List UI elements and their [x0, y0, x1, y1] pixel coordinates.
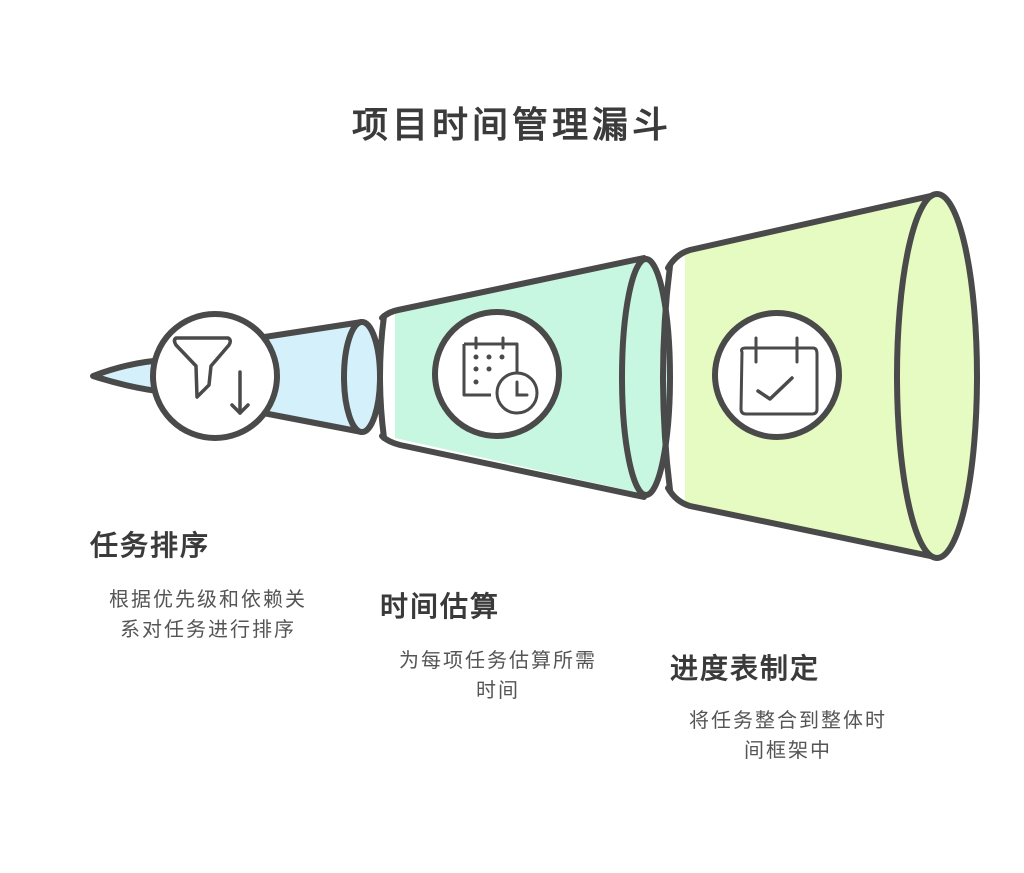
stage-1-description-line-1: 根据优先级和依赖关: [109, 587, 307, 611]
stage-3-label: 进度表制定: [670, 652, 821, 685]
stage-2-description-line-1: 为每项任务估算所需: [399, 648, 597, 672]
filter-sort-icon: [150, 311, 280, 441]
stage-1-description-line-2: 系对任务进行排序: [120, 617, 296, 641]
stage-2-description-line-2: 时间: [476, 678, 520, 702]
diagram-title: 项目时间管理漏斗: [351, 105, 672, 146]
stage-2-description: 为每项任务估算所需 时间: [380, 645, 616, 705]
calendar-check-icon: [712, 310, 842, 440]
funnel-segment-1: [255, 319, 383, 435]
stage-3-description-line-1: 将任务整合到整体时: [689, 708, 887, 732]
calendar-clock-icon: [432, 309, 562, 439]
stage-2-label: 时间估算: [380, 590, 501, 623]
stage-1-label: 任务排序: [90, 529, 211, 562]
stage-1-description: 根据优先级和依赖关 系对任务进行排序: [90, 584, 326, 644]
stage-3-description-line-2: 间框架中: [744, 738, 832, 762]
stage-3-description: 将任务整合到整体时 间框架中: [670, 705, 906, 765]
